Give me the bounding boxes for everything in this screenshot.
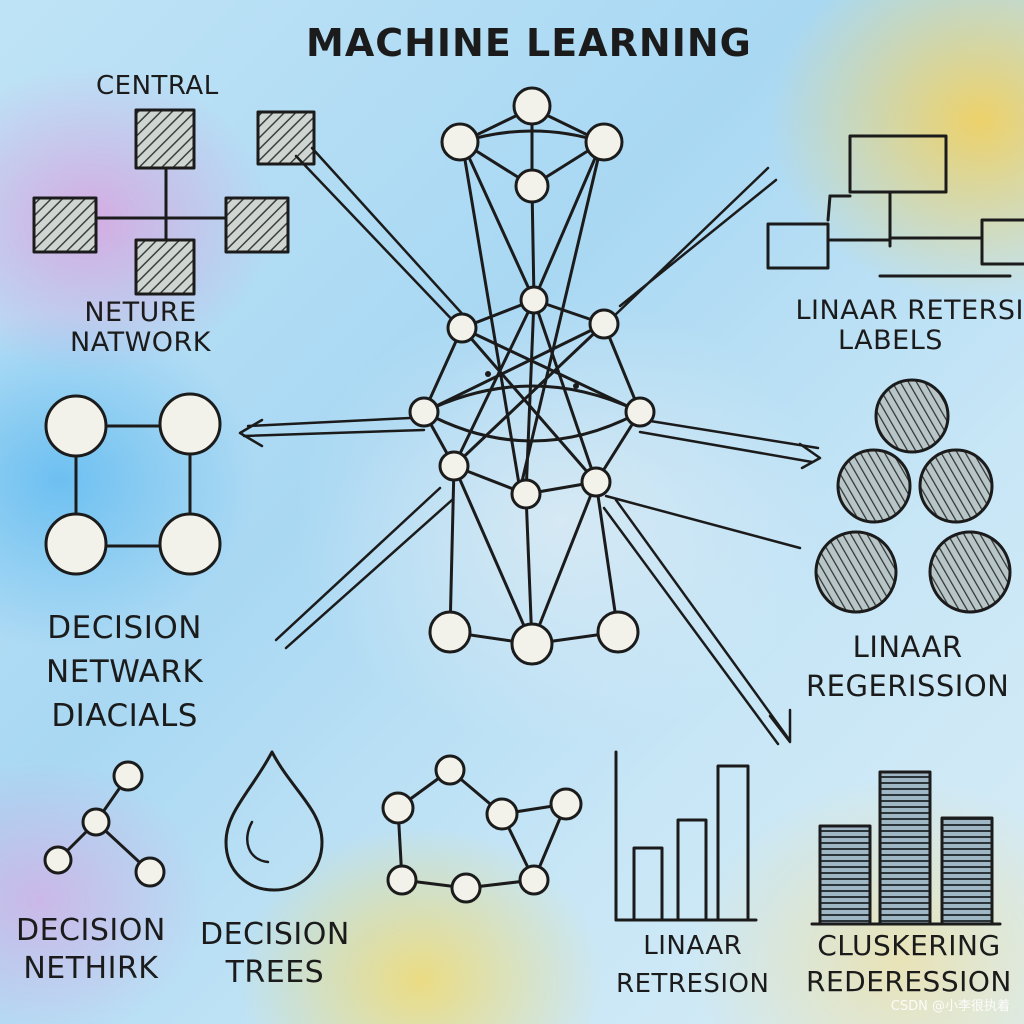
label-linaar-retresion: LINAAR RETRESION [616,931,770,999]
cluster-graph-icon [381,754,583,904]
label-central: CENTRAL [96,71,219,101]
linear-regression-boxes-icon [766,134,1024,278]
label-linaar-labels: LINAAR RETERSI LABELS [795,296,1024,357]
neural-network-diagram [238,86,822,746]
decision-network-square-icon [44,392,222,576]
decision-graph-icon [43,760,166,888]
label-neture-natwork: NETURE NATWORK [70,297,211,359]
label-linaar-regerission: LINAAR REGERISSION [806,630,1010,704]
page-title: MACHINE LEARNING [306,21,752,65]
water-drop-icon [224,750,324,892]
label-decision-netwark-diacials: DECISION NETWARK DIACIALS [46,610,204,735]
linear-regression-circles-icon [814,378,1012,614]
label-cluskering-rederession: CLUSKERING REDERESSION [806,929,1012,999]
watermark: CSDN @小李很执着 [890,999,1010,1014]
bar-chart-icon [614,750,758,922]
label-decision-trees: DECISION TREES [200,917,350,991]
label-decision-nethirk: DECISION NETHIRK [16,913,166,987]
hatched-bar-chart-icon [810,770,1002,926]
central-network-icon [32,108,316,296]
